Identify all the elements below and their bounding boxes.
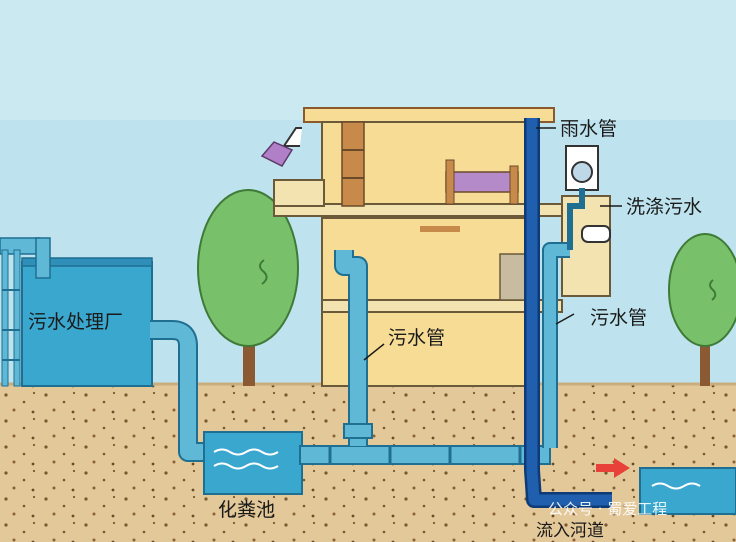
septic-tank	[203, 431, 303, 495]
river	[639, 467, 736, 515]
roof-gutter	[282, 127, 302, 147]
leader-sewage-right	[555, 313, 575, 325]
label-laundry-wastewater: 洗涤污水	[626, 196, 702, 218]
sky-haze	[0, 0, 736, 120]
treatment-plant	[0, 237, 153, 387]
label-sewage-pipe-middle: 污水管	[388, 327, 445, 349]
label-septic-tank: 化粪池	[218, 499, 275, 521]
tree-left	[197, 189, 299, 386]
tree-right	[668, 233, 736, 386]
purple-shirt	[260, 141, 294, 167]
label-treatment-plant: 污水处理厂	[28, 311, 123, 333]
pipe-underground-main	[299, 445, 551, 465]
watermark: 公众号 · 蜀爱工程	[548, 500, 667, 518]
label-rain-pipe: 雨水管	[560, 118, 617, 140]
leader-sewage-middle	[363, 343, 385, 361]
label-sewage-pipe-right: 污水管	[590, 307, 647, 329]
label-into-river: 流入河道	[536, 521, 604, 541]
flow-arrow-icon	[596, 458, 630, 478]
